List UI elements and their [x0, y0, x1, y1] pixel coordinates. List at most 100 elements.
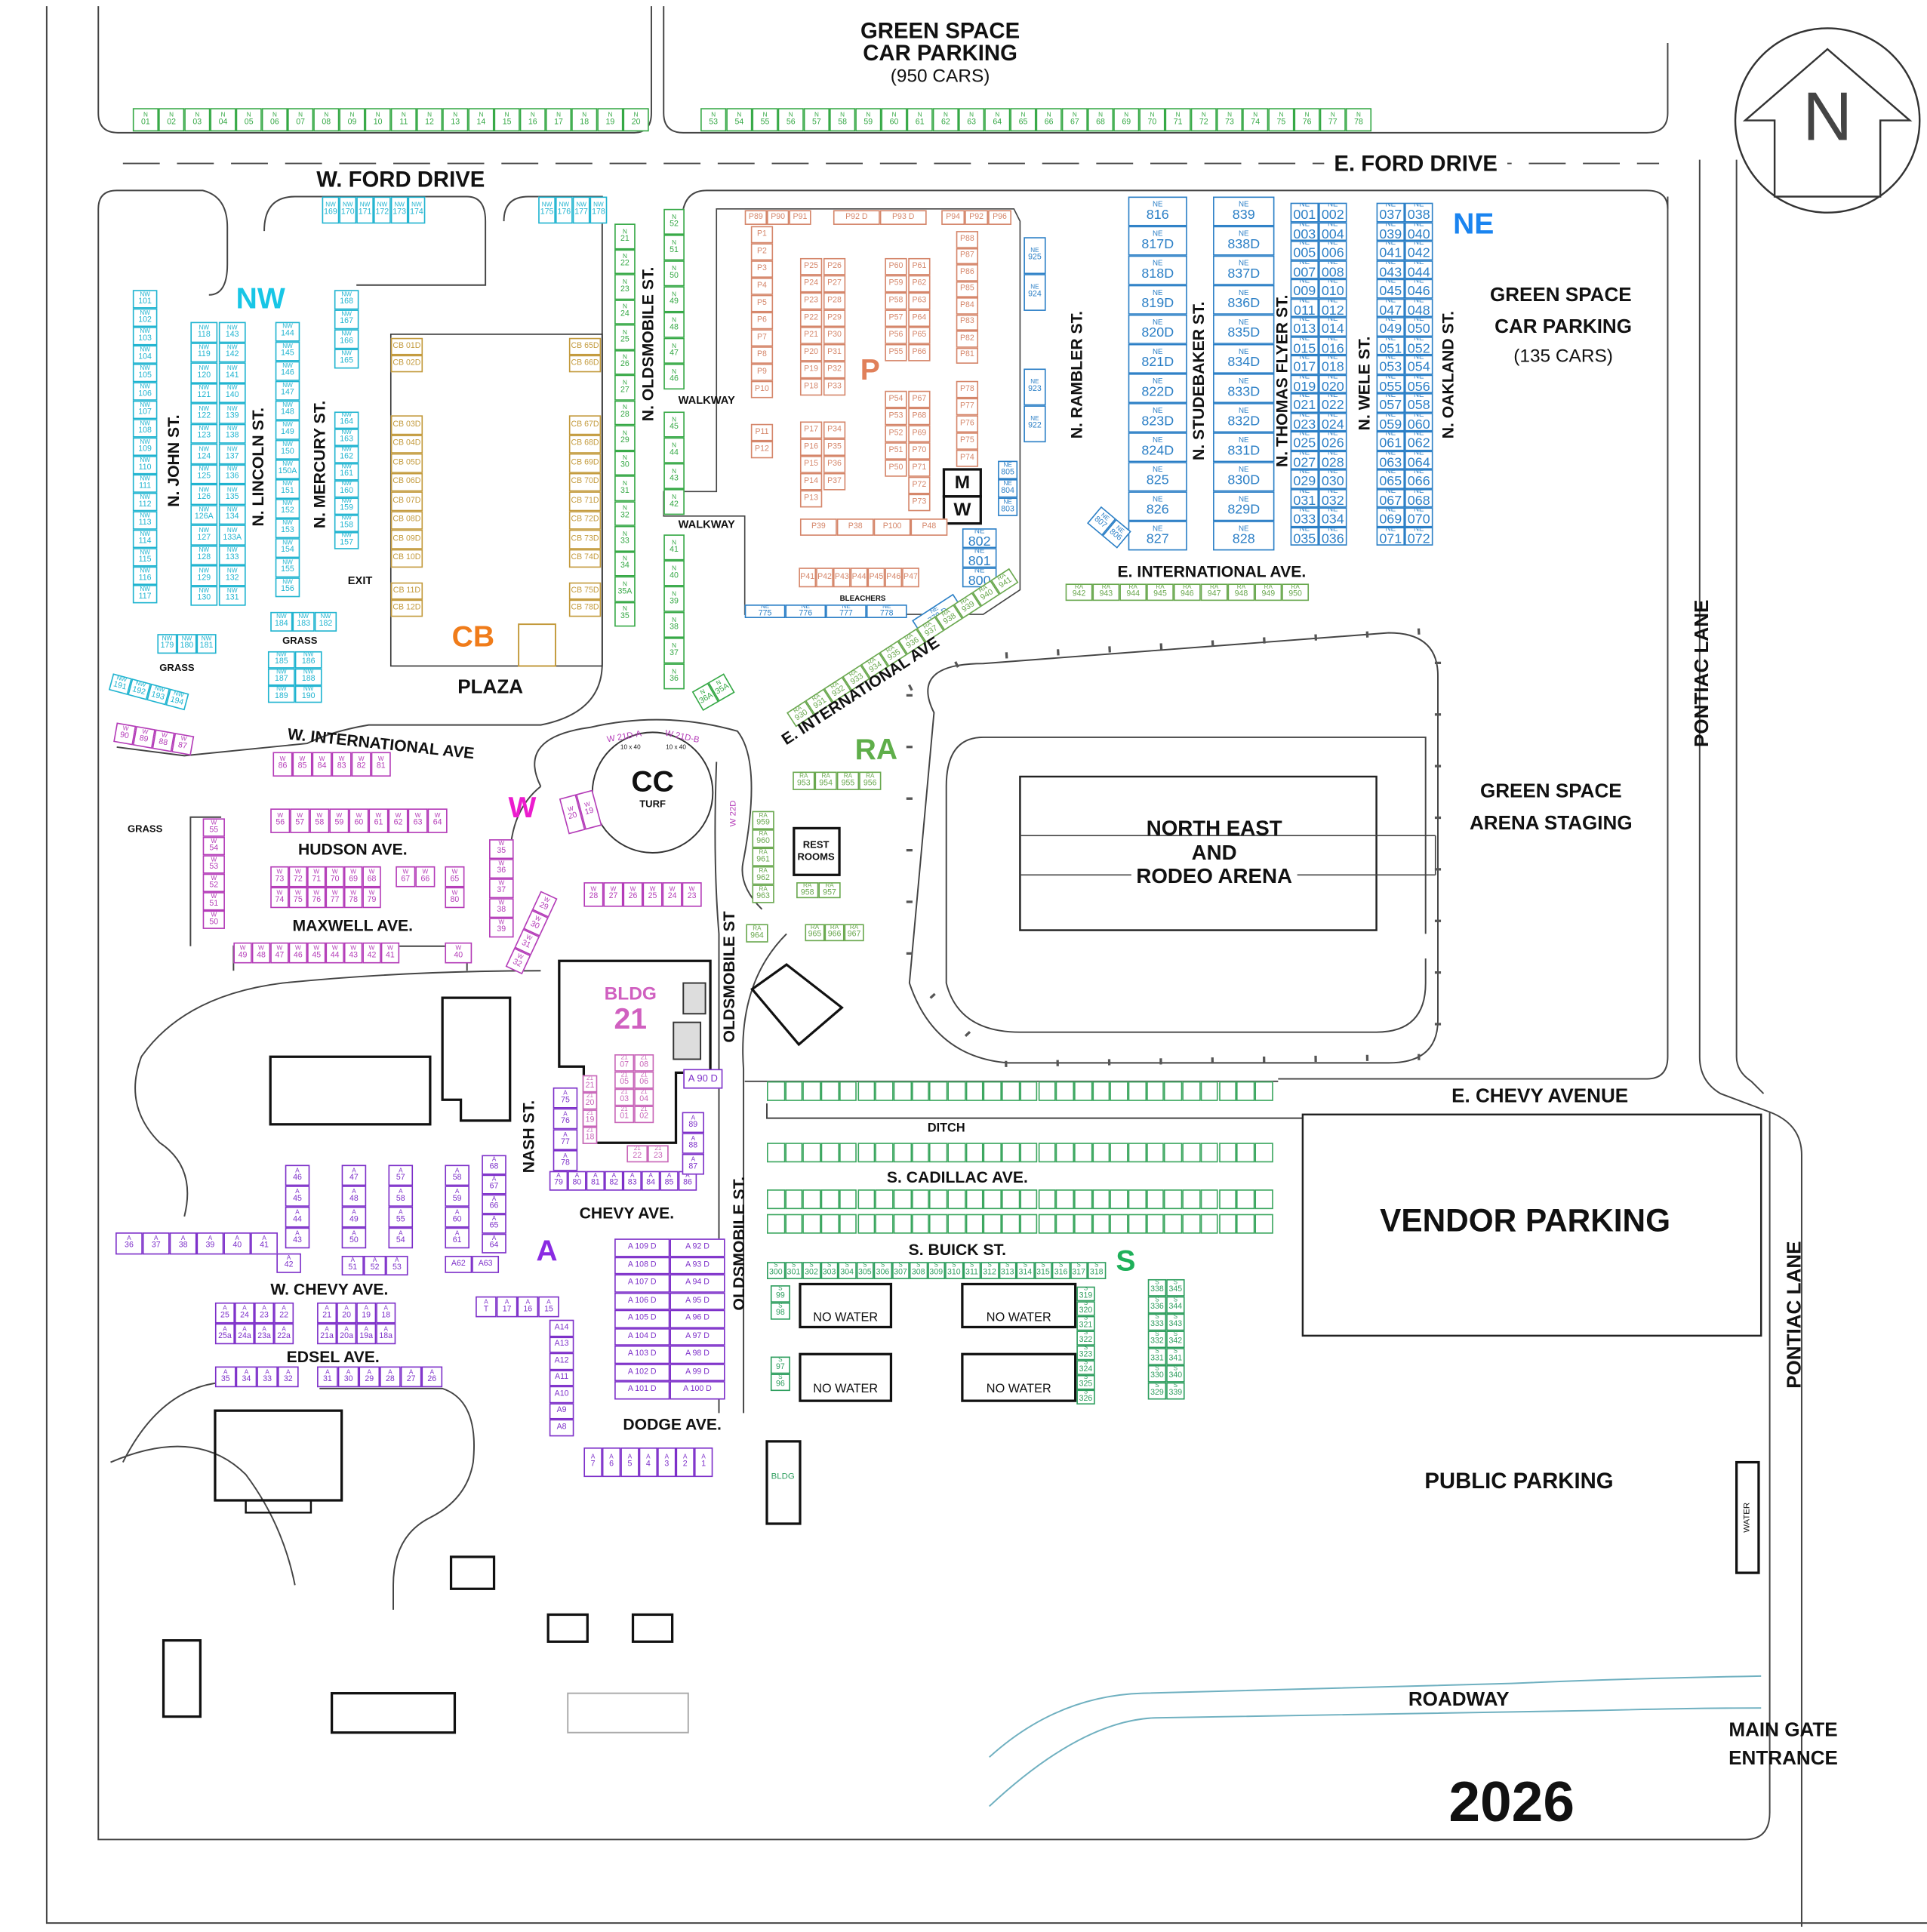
booth-s-unlabeled[interactable] [1002, 1189, 1020, 1210]
booth-s-unlabeled[interactable] [1218, 1143, 1237, 1163]
booth-s-unlabeled[interactable] [1200, 1081, 1219, 1101]
booth-p18[interactable]: P18 [799, 378, 823, 396]
booth-s-unlabeled[interactable] [1128, 1189, 1147, 1210]
booth-s-unlabeled[interactable] [1055, 1214, 1074, 1234]
booth-cb-02d[interactable]: CB 02D [390, 355, 423, 373]
booth-p37[interactable]: P37 [823, 472, 846, 491]
booth-s-unlabeled[interactable] [1164, 1143, 1183, 1163]
booth-s-unlabeled[interactable] [1146, 1214, 1165, 1234]
booth-p6[interactable]: P6 [750, 312, 774, 330]
booth-p55[interactable]: P55 [885, 343, 907, 361]
booth-s-unlabeled[interactable] [1055, 1189, 1074, 1210]
booth-p47[interactable]: P47 [902, 568, 919, 588]
booth-p45[interactable]: P45 [867, 568, 885, 588]
booth-p1[interactable]: P1 [750, 226, 774, 244]
booth-s-unlabeled[interactable] [839, 1214, 857, 1234]
booth-s-unlabeled[interactable] [911, 1214, 930, 1234]
booth-p100[interactable]: P100 [873, 518, 911, 536]
booth-a-92-d[interactable]: A 92 D [670, 1238, 725, 1257]
booth-s-unlabeled[interactable] [1091, 1189, 1110, 1210]
booth-p72[interactable]: P72 [908, 476, 931, 494]
booth-a13[interactable]: A13 [549, 1336, 574, 1353]
booth-s-unlabeled[interactable] [1002, 1081, 1020, 1101]
booth-s-unlabeled[interactable] [1182, 1081, 1201, 1101]
booth-p5[interactable]: P5 [750, 294, 774, 312]
booth-s-unlabeled[interactable] [965, 1143, 984, 1163]
booth-a-97-d[interactable]: A 97 D [670, 1327, 725, 1346]
booth-s-unlabeled[interactable] [1236, 1214, 1255, 1234]
booth-p33[interactable]: P33 [823, 378, 846, 396]
booth-a-95-d[interactable]: A 95 D [670, 1292, 725, 1310]
booth-s-unlabeled[interactable] [929, 1189, 948, 1210]
